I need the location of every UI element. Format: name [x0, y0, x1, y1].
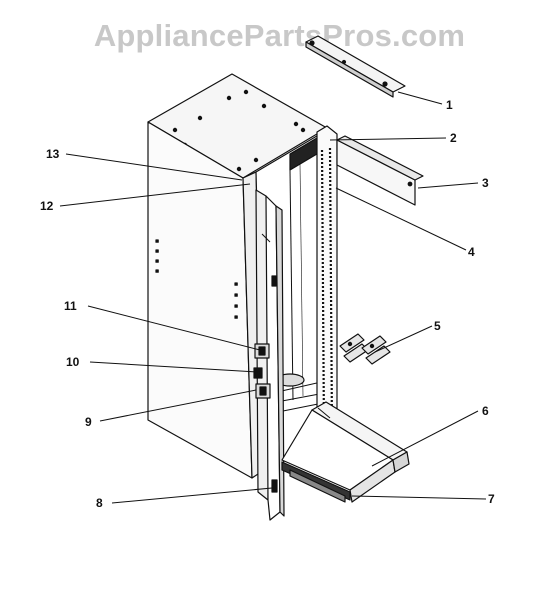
label-part-11: 11: [64, 299, 77, 313]
part-6-pullout-shelf: [281, 401, 410, 503]
label-part-1: 1: [446, 98, 453, 112]
site-watermark: AppliancePartsPros.com: [93, 18, 466, 53]
part-2-right-rail: [316, 125, 338, 447]
cabinet-left-side: [147, 121, 253, 479]
label-part-6: 6: [482, 404, 489, 418]
label-part-10: 10: [66, 355, 80, 369]
label-part-12: 12: [40, 199, 54, 213]
label-part-7: 7: [488, 492, 495, 506]
part-7-slide-rail: [281, 461, 351, 503]
part-11-upper-hinge: [254, 343, 270, 359]
part-3-side-bracket: [336, 135, 424, 206]
part-9-lower-hinge: [255, 383, 271, 399]
part-10-hinge-pin: [253, 367, 263, 379]
label-part-5: 5: [434, 319, 441, 333]
label-part-13: 13: [46, 147, 60, 161]
part-1-top-bracket: [305, 35, 406, 98]
label-part-3: 3: [482, 176, 489, 190]
label-part-2: 2: [450, 131, 457, 145]
leader-lines: [59, 91, 487, 504]
label-part-8: 8: [96, 496, 103, 510]
label-part-4: 4: [468, 245, 475, 259]
part-5-hinge-brackets: [339, 333, 391, 365]
label-part-9: 9: [85, 415, 92, 429]
